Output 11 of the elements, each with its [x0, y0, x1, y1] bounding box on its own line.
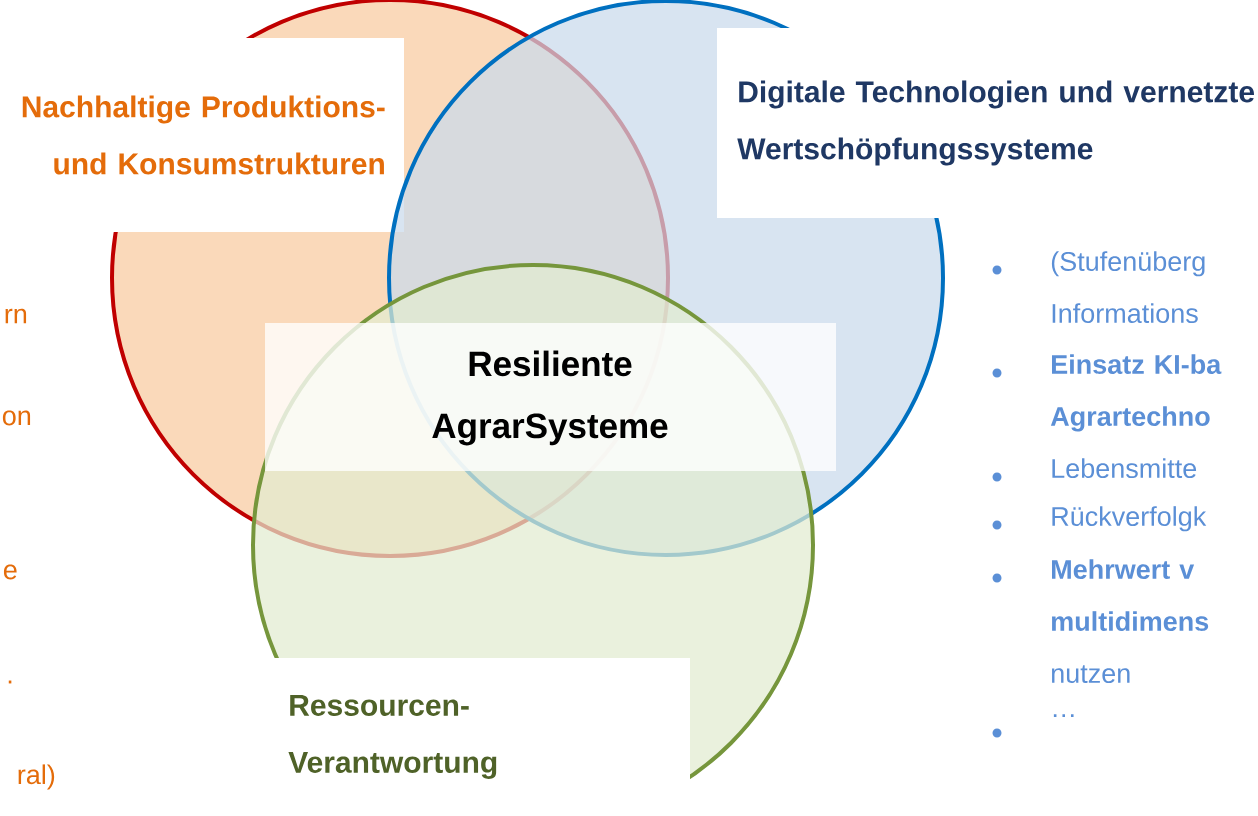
- bullet-item: Mehrwert v multidimens nutzen: [992, 559, 1209, 683]
- bullet-item: Einsatz KI-ba Agrartechno: [992, 354, 1222, 432]
- bullet-item: Rückverfolgk: [992, 506, 1207, 532]
- bullet-item: …: [992, 714, 1074, 738]
- text-fragment: .: [8, 680, 12, 684]
- text-fragment: on: [2, 410, 31, 426]
- bullet-item: Lebensmitte: [992, 458, 1197, 482]
- text-fragment: ral): [18, 764, 55, 790]
- text-fragment: e: [3, 564, 17, 580]
- bullet-item: (Stufenüberg Informations: [992, 251, 1205, 323]
- text-fragment: rn: [5, 308, 27, 324]
